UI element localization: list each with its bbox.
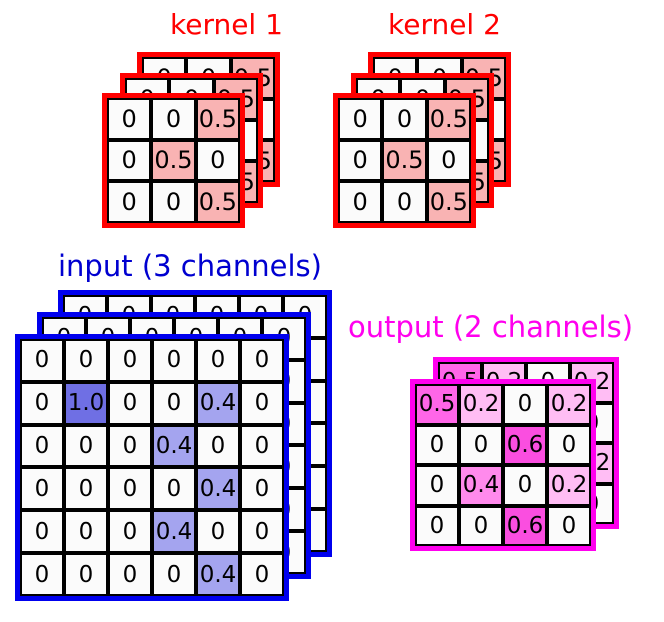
grid-cell: 0: [338, 181, 383, 223]
grid-cell: 0.4: [196, 381, 240, 425]
grid-cell: 0: [107, 139, 152, 182]
grid-cell: 0: [108, 553, 152, 596]
grid-cell: 0: [108, 381, 152, 425]
grid-cell: 0.5: [415, 384, 459, 425]
grid-cell: 1.0: [64, 381, 108, 425]
grid-cell: 0.4: [196, 553, 240, 596]
grid-cell: 0: [152, 467, 196, 511]
kernel2-title: kernel 2: [388, 8, 501, 41]
grid-cell: 0: [107, 98, 152, 140]
grid-cell: 0.5: [382, 139, 427, 182]
grid-cell: 0: [338, 98, 383, 140]
grid-cell: 0: [152, 381, 196, 425]
grid-cell: 0.4: [459, 465, 503, 506]
grid-cell: 0: [415, 505, 459, 546]
grid-cell: 0: [547, 424, 591, 465]
grid-cell: 0: [108, 424, 152, 468]
grid-cell: 0: [20, 339, 64, 382]
grid-cell: 0: [196, 339, 240, 382]
grid-cell: 0.6: [503, 505, 547, 546]
grid-cell: 0.5: [195, 181, 240, 223]
grid-cell: 0: [415, 424, 459, 465]
grid-cell: 0: [503, 465, 547, 506]
grid-cell: 0: [195, 139, 240, 182]
grid-cell: 0.5: [426, 181, 471, 223]
grid-cell: 0.2: [459, 384, 503, 425]
grid-cell: 0: [108, 339, 152, 382]
grid-cell: 0: [64, 424, 108, 468]
grid-cell: 0: [240, 424, 284, 468]
grid-cell: 0: [459, 505, 503, 546]
grid-cell: 0: [152, 339, 196, 382]
grid-cell: 0: [20, 424, 64, 468]
grid-cell: 0.5: [151, 139, 196, 182]
grid-cell: 0: [338, 139, 383, 182]
grid-cell: 0: [151, 98, 196, 140]
grid-cell: 0.6: [503, 424, 547, 465]
grid-cell: 0: [20, 553, 64, 596]
grid-cell: 0: [240, 467, 284, 511]
grid-cell: 0: [426, 139, 471, 182]
input-title: input (3 channels): [58, 249, 322, 283]
grid-cell: 0: [382, 181, 427, 223]
grid-cell: 0: [107, 181, 152, 223]
grid-cell: 0.4: [152, 424, 196, 468]
grid-cell: 0: [64, 510, 108, 554]
grid-cell: 0: [20, 467, 64, 511]
grid-cell: 0: [196, 424, 240, 468]
grid-cell: 0: [108, 510, 152, 554]
grid-cell: 0.5: [426, 98, 471, 140]
grid-cell: 0.4: [152, 510, 196, 554]
grid-cell: 0: [64, 467, 108, 511]
grid-cell: 0: [64, 339, 108, 382]
grid-cell: 0: [20, 381, 64, 425]
grid-cell: 0: [151, 181, 196, 223]
grid-cell: 0.2: [547, 384, 591, 425]
grid-cell: 0.2: [547, 465, 591, 506]
grid-cell: 0: [382, 98, 427, 140]
grid-cell: 0: [240, 510, 284, 554]
grid-cell: 0: [20, 510, 64, 554]
grid-cell: 0: [547, 505, 591, 546]
grid-cell: 0: [64, 553, 108, 596]
grid-cell: 0: [415, 465, 459, 506]
grid-cell: 0.4: [196, 467, 240, 511]
grid-cell: 0: [240, 381, 284, 425]
grid-cell: 0: [196, 510, 240, 554]
grid-cell: 0: [459, 424, 503, 465]
grid-cell: 0: [108, 467, 152, 511]
kernel1-title: kernel 1: [170, 8, 283, 41]
output-title: output (2 channels): [348, 310, 634, 344]
grid-cell: 0.5: [195, 98, 240, 140]
grid-cell: 0: [152, 553, 196, 596]
grid-cell: 0: [503, 384, 547, 425]
grid-cell: 0: [240, 553, 284, 596]
grid-cell: 0: [240, 339, 284, 382]
